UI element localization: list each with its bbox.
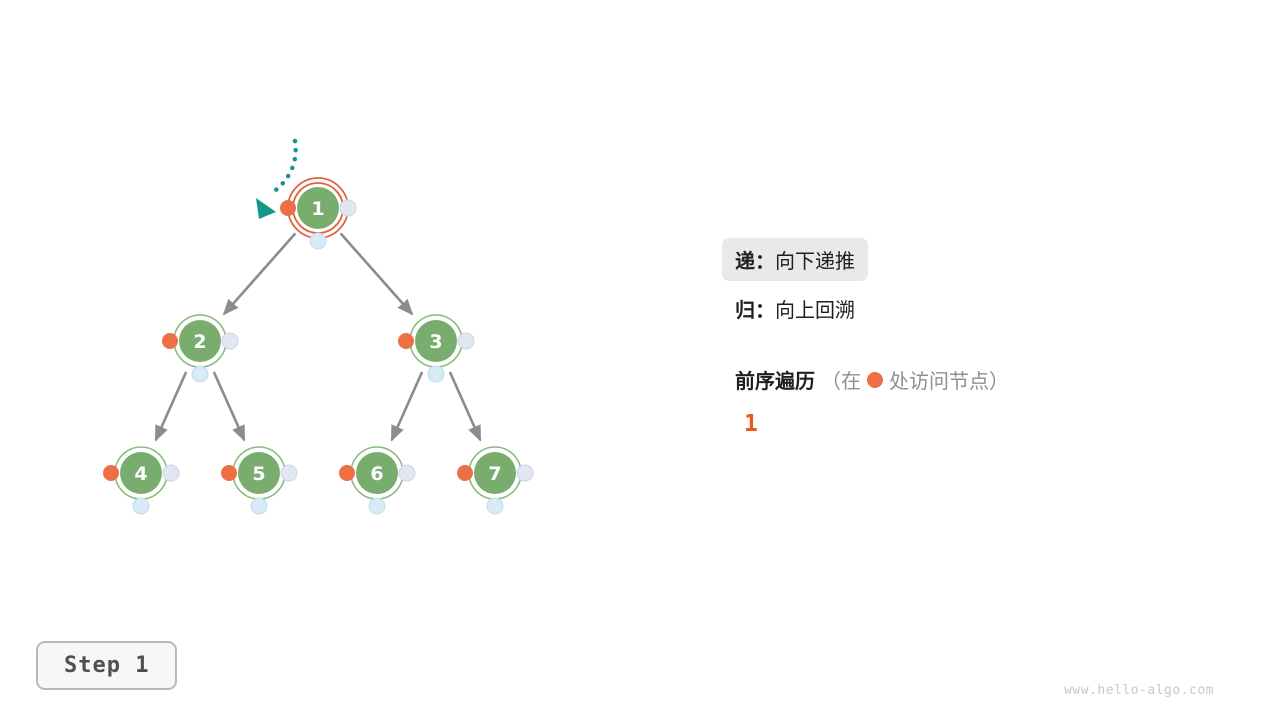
legend-traversal-line: 前序遍历 （在 处访问节点） [735,365,1009,394]
node-circle [238,452,280,494]
visit-dot-bottom [191,365,209,383]
edge-2-5 [212,371,246,442]
legend-backtrack-keyword: 归： [735,300,775,322]
legend-backtrack-line: 归：向上回溯 [735,294,855,323]
node-circle [474,452,516,494]
tree-node-6: 6 [339,446,416,515]
traversal-pointer-arrow [256,138,298,219]
tree-node-2: 2 [162,314,239,383]
legend-recurse-text: 向下递推 [775,251,855,273]
tree-node-5: 5 [221,446,298,515]
node-value: 7 [488,463,501,485]
node-circle [179,320,221,362]
traversal-note-suffix: 处访问节点） [889,371,1009,393]
node-value: 3 [429,331,442,353]
tree-node-4: 4 [103,446,180,515]
node-value: 2 [193,331,206,353]
visit-dot-bottom [132,497,150,515]
node-value: 1 [311,198,324,220]
node-circle [415,320,457,362]
node-value: 4 [134,463,147,485]
binary-tree-diagram: 1 2 3 4 [103,138,534,515]
visit-dot-left [457,465,473,481]
tree-node-7: 7 [457,446,534,515]
visit-dot-right [221,332,239,350]
visit-dot-bottom [486,497,504,515]
pointer-arrowhead-icon [256,198,276,219]
visit-dot-bottom [427,365,445,383]
visit-dot-right [280,464,298,482]
edge-3-7 [448,371,482,442]
node-circle [297,187,339,229]
watermark: www.hello-algo.com [1064,683,1214,698]
edge-3-6 [390,371,424,442]
edge-1-3 [339,232,414,316]
traversal-title: 前序遍历 [735,371,815,393]
edge-2-4 [154,371,188,442]
visit-dot-right [457,332,475,350]
visit-dot-right [398,464,416,482]
visit-dot-bottom [309,232,327,250]
legend-backtrack-text: 向上回溯 [775,300,855,322]
traversal-note-prefix: （在 [821,371,861,393]
tree-node-1: 1 [280,177,357,250]
visit-dot-right [162,464,180,482]
pointer-dotted-trail [269,138,298,196]
visit-dot-left [398,333,414,349]
visit-dot-left [221,465,237,481]
legend-recurse-keyword: 递： [735,251,775,273]
visited-sequence: 1 [744,411,758,437]
node-value: 5 [252,463,265,485]
node-circle [356,452,398,494]
visit-dot-left [162,333,178,349]
visit-dot-bottom [368,497,386,515]
visit-dot-right [516,464,534,482]
step-indicator: Step 1 [36,641,178,690]
node-value: 6 [370,463,383,485]
edge-1-2 [222,232,297,316]
visit-dot-left [280,200,296,216]
visit-dot-left [103,465,119,481]
tree-node-3: 3 [398,314,475,383]
tree-edges [154,232,482,442]
visit-dot-bottom [250,497,268,515]
node-circle [120,452,162,494]
visit-dot-left [339,465,355,481]
legend-recurse-tag: 递：向下递推 [722,238,868,281]
visit-dot-right [339,199,357,217]
visit-dot-icon [867,371,883,388]
